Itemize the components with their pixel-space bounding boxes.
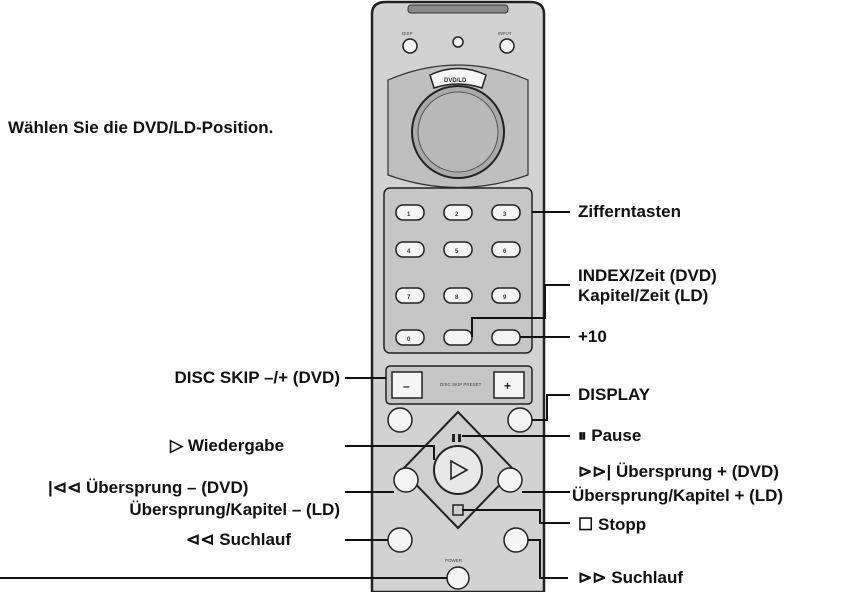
power-caption: POWER — [445, 558, 463, 563]
num-label-3: 3 — [503, 212, 507, 218]
skip-forward-button[interactable] — [497, 467, 523, 493]
search-back-callout: ⊲⊲ Suchlauf — [186, 530, 291, 550]
num-label-2: 2 — [455, 212, 459, 218]
select-position-label: Wählen Sie die DVD/LD-Position. — [8, 118, 274, 137]
num-label-1: 1 — [407, 212, 411, 218]
num-label-6: 6 — [503, 249, 507, 255]
number-button-5[interactable] — [443, 241, 473, 258]
number-button-6[interactable] — [491, 241, 521, 258]
plus10-label: +10 — [578, 327, 607, 346]
pause-outline-icon: ⏸ — [578, 426, 587, 445]
pause-callout: ⏸ Pause — [578, 426, 641, 446]
menu-button[interactable] — [387, 407, 413, 433]
play-label: Wiedergabe — [187, 436, 285, 455]
search-forward-callout: ⊳⊳ Suchlauf — [578, 568, 683, 588]
display-button[interactable] — [507, 407, 533, 433]
number-button-1[interactable] — [395, 204, 425, 221]
skip-forward-ld-label: Übersprung/Kapitel + (LD) — [572, 486, 784, 505]
num-label-8: 8 — [455, 295, 459, 301]
skip-forward-icon: ⊳⊳| — [578, 462, 612, 481]
num-label-7: 7 — [407, 295, 411, 301]
skip-forward-dvd-label: Übersprung + (DVD) — [615, 462, 779, 481]
pause-icon-bar2 — [458, 434, 461, 442]
leader-lines — [0, 211, 570, 579]
num-label-4: 4 — [407, 249, 411, 255]
pause-label: Pause — [591, 426, 642, 445]
number-button-7[interactable] — [395, 287, 425, 304]
dvd-ld-selector[interactable] — [429, 67, 487, 89]
disp-button[interactable] — [402, 38, 418, 54]
number-button-2[interactable] — [443, 204, 473, 221]
stop-callout: ☐ Stopp — [578, 515, 646, 535]
index-ld-label: Kapitel/Zeit (LD) — [578, 286, 709, 305]
pause-icon-bar1 — [452, 434, 455, 442]
skip-forward-callout: ⊳⊳| Übersprung + (DVD) — [578, 462, 779, 482]
num-label-5: 5 — [455, 249, 459, 255]
remote-control: DISP INPUT DVD/LD 1 2 — [370, 0, 546, 594]
skip-back-ld-label: Übersprung/Kapitel – (LD) — [129, 500, 340, 519]
disc-skip-minus-button[interactable] — [391, 371, 423, 399]
svg-text:+: + — [504, 379, 511, 393]
stop-label: Stopp — [597, 515, 647, 534]
skip-back-button[interactable] — [393, 467, 419, 493]
index-button[interactable] — [443, 329, 473, 346]
number-button-0[interactable] — [395, 329, 425, 346]
search-back-icon: ⊲⊲ — [186, 530, 215, 549]
search-forward-button[interactable] — [503, 527, 529, 553]
disc-skip-caption: DISC SKIP PRESET — [440, 382, 482, 387]
skip-back-dvd-label: Übersprung – (DVD) — [85, 478, 249, 497]
num-label-0: 0 — [407, 337, 411, 343]
input-button[interactable] — [499, 38, 515, 54]
play-outline-icon: ▷ — [170, 436, 184, 455]
search-back-button[interactable] — [387, 527, 413, 553]
stop-outline-icon: ☐ — [578, 515, 594, 534]
number-button-9[interactable] — [491, 287, 521, 304]
search-forward-label: Suchlauf — [611, 568, 684, 587]
play-icon — [450, 459, 469, 481]
skip-back-callout: |⊲⊲ Übersprung – (DVD) — [48, 478, 248, 498]
search-back-label: Suchlauf — [219, 530, 292, 549]
number-button-3[interactable] — [491, 204, 521, 221]
disc-skip-plus-button[interactable] — [493, 371, 525, 399]
power-indicator-icon — [452, 36, 464, 48]
skip-back-icon: |⊲⊲ — [48, 478, 82, 497]
selector-label: DVD/LD — [444, 78, 467, 84]
disp-caption: DISP — [402, 31, 413, 36]
plus10-button[interactable] — [491, 329, 521, 346]
play-enter-button[interactable] — [433, 445, 483, 495]
display-label: DISPLAY — [578, 385, 651, 404]
digits-label: Zifferntasten — [578, 202, 681, 221]
play-callout: ▷ Wiedergabe — [170, 436, 284, 456]
search-forward-icon: ⊳⊳ — [578, 568, 607, 587]
index-dvd-label: INDEX/Zeit (DVD) — [578, 266, 717, 285]
svg-text:–: – — [403, 379, 410, 393]
number-button-8[interactable] — [443, 287, 473, 304]
input-caption: INPUT — [498, 31, 512, 36]
disc-skip-label: DISC SKIP –/+ (DVD) — [174, 368, 340, 387]
power-button[interactable] — [446, 566, 470, 590]
number-button-4[interactable] — [395, 241, 425, 258]
number-pad: 1 2 3 4 5 6 7 8 9 0 — [395, 204, 521, 346]
num-label-9: 9 — [503, 295, 507, 301]
